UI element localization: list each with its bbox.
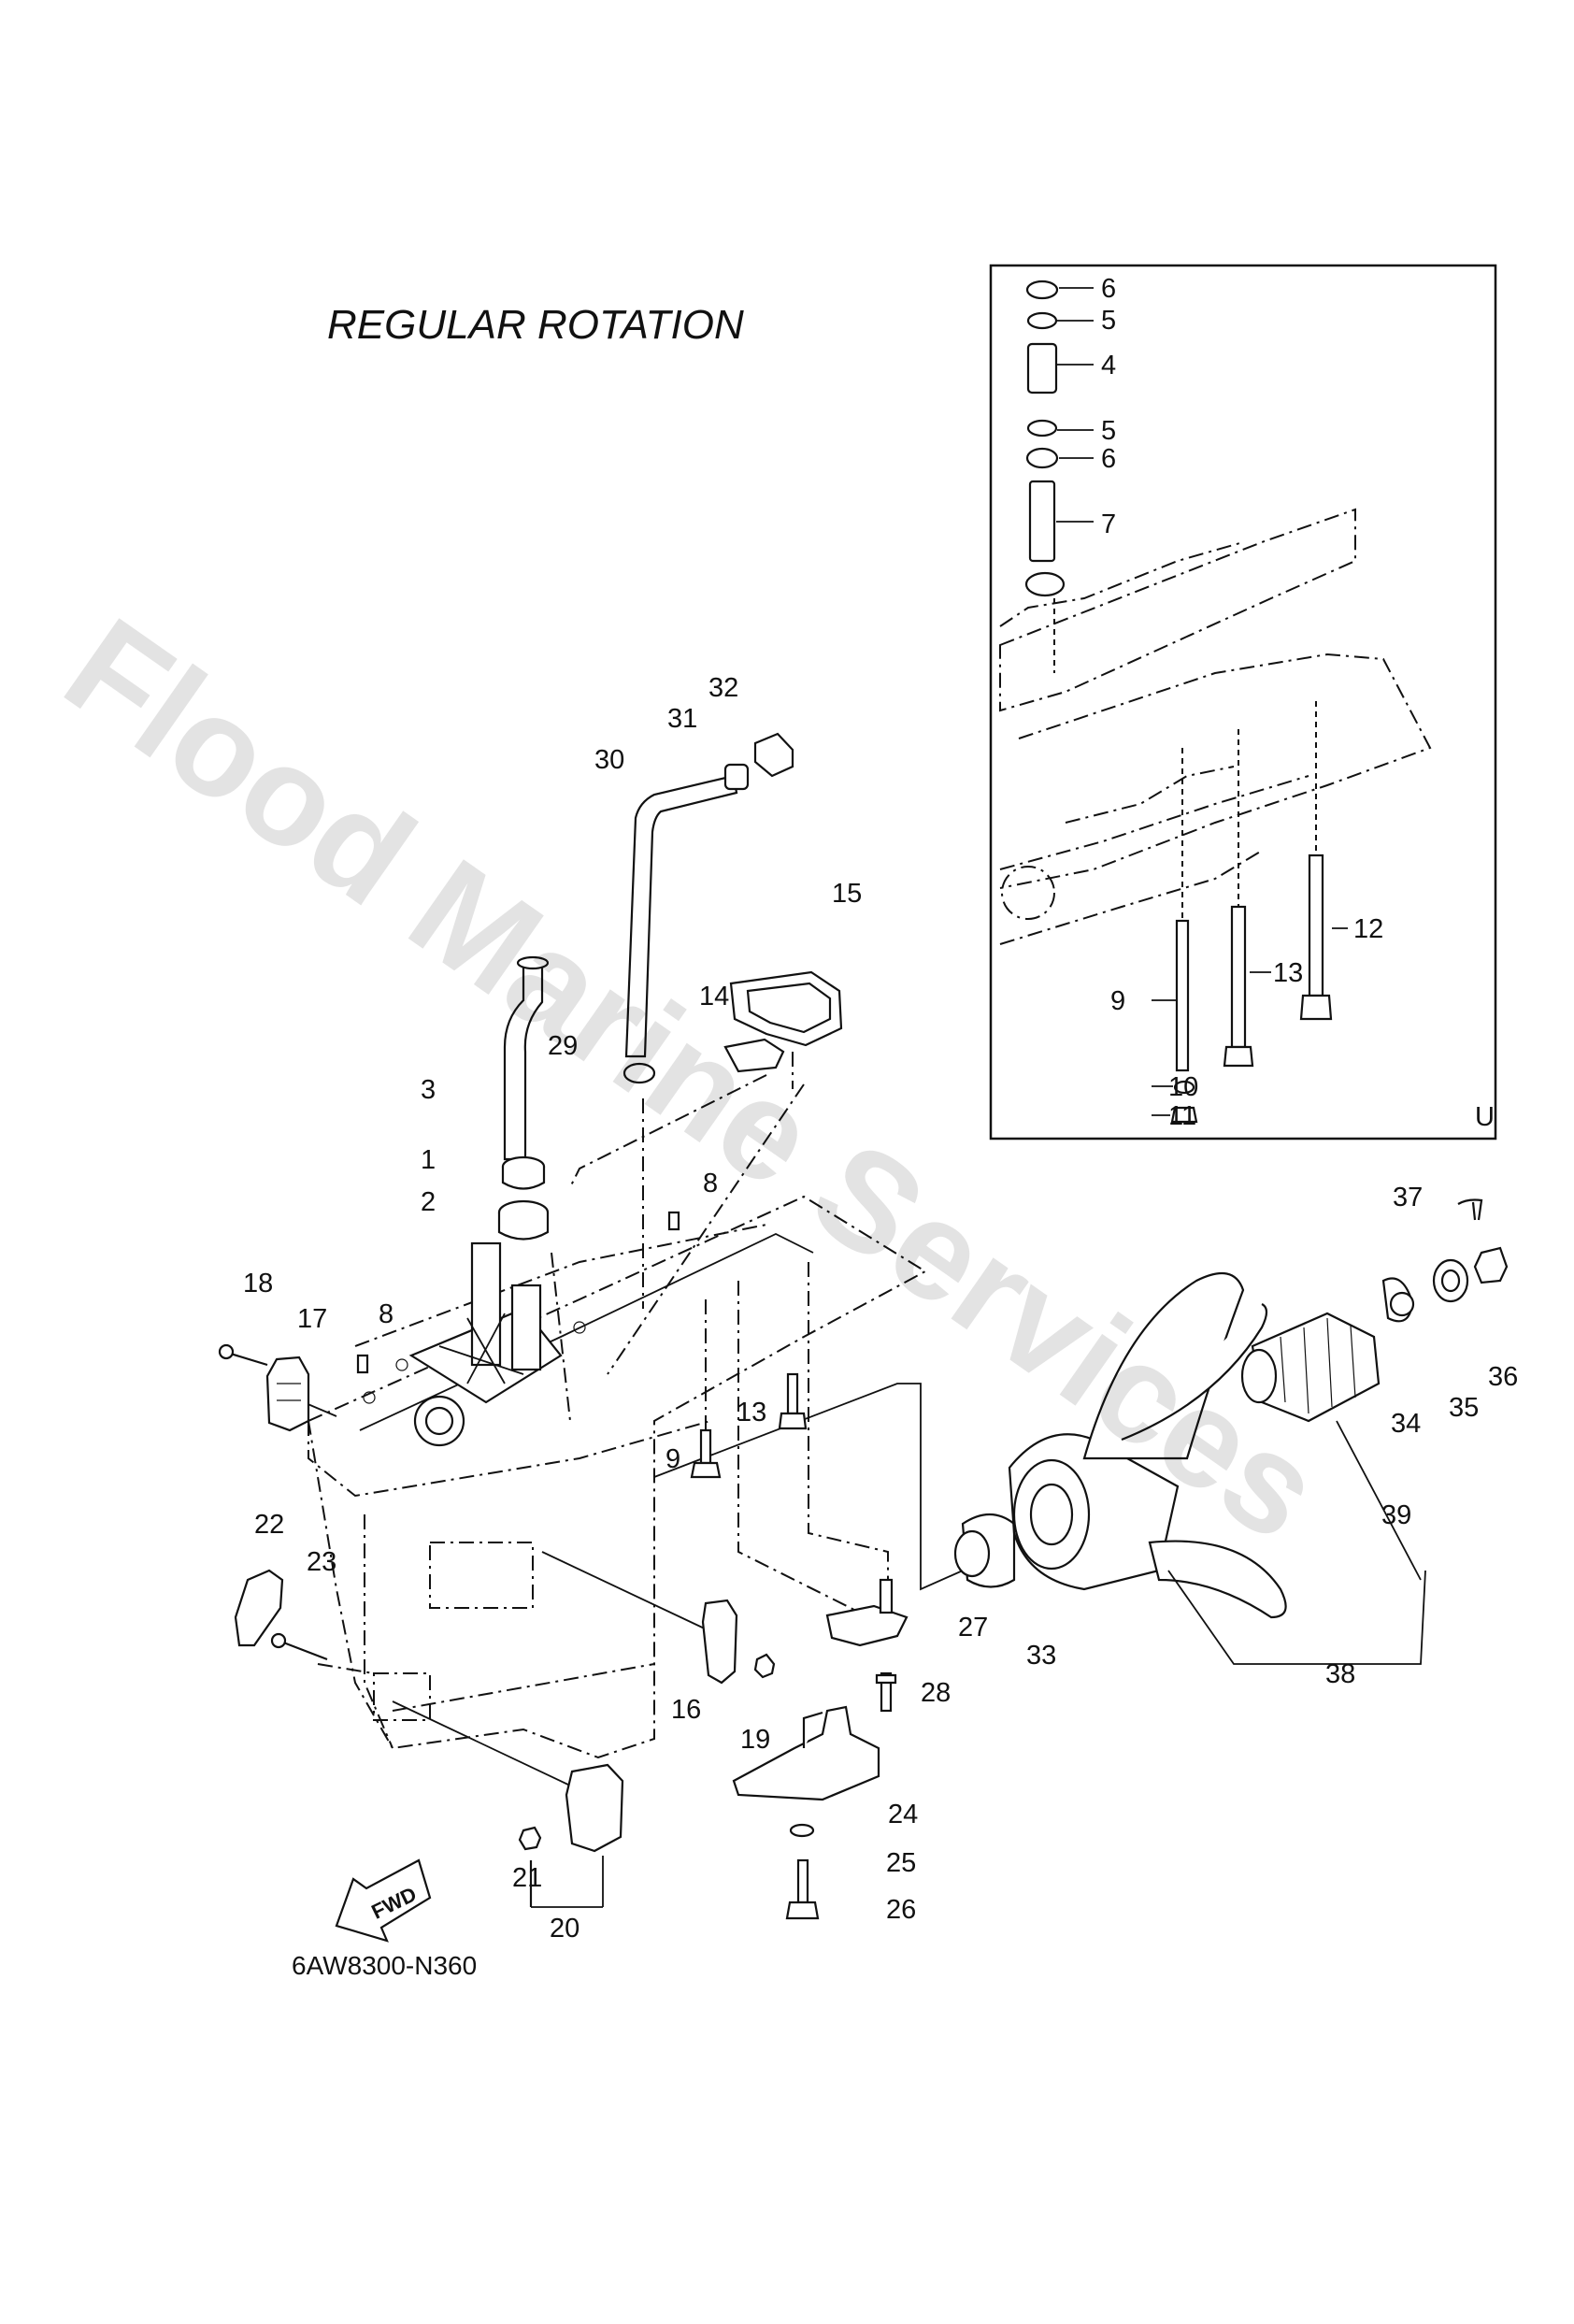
callout-5: 5 — [1101, 306, 1116, 336]
callout-1: 1 — [421, 1145, 436, 1175]
callout-17: 17 — [297, 1304, 327, 1334]
trim-tab-group — [732, 1578, 909, 1920]
watermark-text: Flood Marine Services — [39, 588, 1349, 1571]
callout-18: 18 — [243, 1269, 273, 1298]
callout-28: 28 — [921, 1678, 951, 1708]
callout-30: 30 — [594, 745, 624, 775]
callout-13: 13 — [1273, 958, 1303, 988]
anodes-and-fasteners — [218, 1343, 808, 1908]
callout-12: 12 — [1353, 914, 1383, 944]
callout-23: 23 — [307, 1547, 336, 1577]
diagram-title: REGULAR ROTATION — [327, 302, 744, 348]
callout-24: 24 — [888, 1800, 918, 1829]
callout-10: 10 — [1168, 1072, 1198, 1102]
diagram-code: 6AW8300-N360 — [292, 1951, 477, 1980]
callout-15: 15 — [832, 879, 862, 909]
callout-38: 38 — [1325, 1659, 1355, 1689]
callout-13: 13 — [737, 1398, 766, 1427]
callout-27: 27 — [958, 1613, 988, 1643]
lower-casing-outline — [307, 1195, 928, 1759]
callout-33: 33 — [1026, 1641, 1056, 1671]
callout-14: 14 — [699, 982, 729, 1011]
callout-39: 39 — [1381, 1500, 1411, 1530]
callout-32: 32 — [708, 673, 738, 703]
callout-25: 25 — [886, 1848, 916, 1878]
callout-8: 8 — [703, 1169, 718, 1198]
callout-2: 2 — [421, 1187, 436, 1217]
inset-box: U — [989, 264, 1497, 1140]
callout-3: 3 — [421, 1075, 436, 1105]
water-tubes — [356, 732, 843, 1374]
callout-37: 37 — [1393, 1183, 1423, 1212]
callout-6: 6 — [1101, 274, 1116, 304]
callout-31: 31 — [667, 704, 697, 734]
callout-4: 4 — [1101, 351, 1116, 380]
propeller-assembly — [953, 1198, 1509, 1665]
callout-21: 21 — [512, 1863, 542, 1893]
callout-7: 7 — [1101, 509, 1116, 539]
callout-16: 16 — [671, 1695, 701, 1725]
inset-code: U — [1475, 1102, 1495, 1132]
callout-19: 19 — [740, 1725, 770, 1755]
callout-5: 5 — [1101, 416, 1116, 446]
callout-11: 11 — [1168, 1101, 1196, 1131]
callout-35: 35 — [1449, 1393, 1479, 1423]
callout-8: 8 — [379, 1299, 394, 1329]
callout-9: 9 — [1110, 986, 1125, 1016]
callout-36: 36 — [1488, 1362, 1518, 1392]
callout-6: 6 — [1101, 444, 1116, 474]
forward-arrow: FWD — [335, 1858, 432, 1943]
callout-29: 29 — [548, 1031, 578, 1061]
callout-labels: 1236545678899101112131314151617181920212… — [243, 274, 1518, 1944]
callout-26: 26 — [886, 1895, 916, 1925]
callout-34: 34 — [1391, 1409, 1421, 1439]
callout-9: 9 — [665, 1444, 680, 1474]
callout-22: 22 — [254, 1510, 284, 1540]
callout-20: 20 — [550, 1914, 580, 1944]
